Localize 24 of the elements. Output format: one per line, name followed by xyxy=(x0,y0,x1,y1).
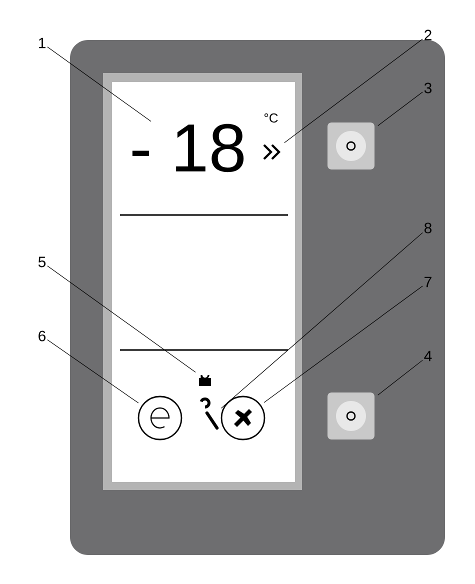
callout-number: 5 xyxy=(38,256,46,268)
leader-line xyxy=(47,339,139,404)
callout-number: 3 xyxy=(424,82,432,94)
callout-number: 2 xyxy=(424,30,432,40)
push-button xyxy=(328,392,374,440)
padlock-icon xyxy=(199,374,211,386)
leader-line xyxy=(264,286,423,403)
leader-line xyxy=(47,266,196,373)
leader-line xyxy=(220,232,423,409)
callout-number: 1 xyxy=(38,38,46,48)
callout-number: 8 xyxy=(424,222,432,234)
callout-number: 7 xyxy=(424,276,432,288)
airplane-icon xyxy=(220,396,266,440)
leader-line xyxy=(47,46,152,122)
wrench-icon xyxy=(200,398,219,430)
unit-label: °C xyxy=(264,113,278,123)
leader-line xyxy=(378,92,423,126)
callout-number: 4 xyxy=(424,350,432,362)
callout-number: 6 xyxy=(38,330,46,342)
push-button xyxy=(328,122,374,170)
e-icon xyxy=(138,396,182,440)
leader-line xyxy=(378,360,423,396)
temperature-readout: - 18 xyxy=(132,124,244,172)
chevron-icon xyxy=(263,144,281,160)
